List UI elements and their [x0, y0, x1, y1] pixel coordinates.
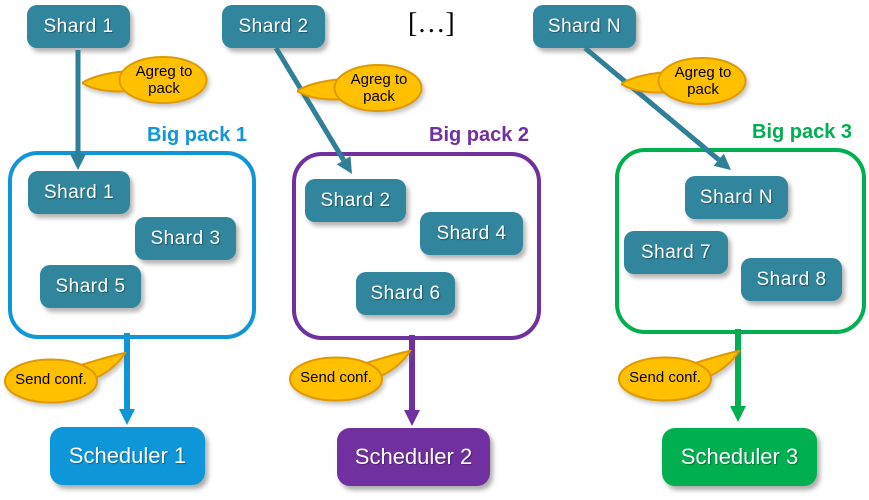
top-shard-2: Shard 2 — [222, 5, 325, 48]
big-pack-1-container — [8, 151, 256, 339]
top-shard-n: Shard N — [533, 5, 636, 48]
callout-shape — [621, 57, 747, 105]
callout-shape — [618, 350, 741, 402]
send-bubble-label: Send conf. — [629, 369, 701, 387]
agreg-bubble-label: Agreg to pack — [135, 62, 193, 97]
pack2-shard-4: Shard 4 — [420, 212, 523, 255]
pack3-shard-8: Shard 8 — [741, 258, 842, 301]
scheduler-3: Scheduler 3 — [662, 428, 817, 486]
top-shard-1: Shard 1 — [27, 5, 130, 48]
send-bubble-2: Send conf. — [288, 350, 413, 402]
callout-shape — [82, 56, 208, 104]
pack2-shard-2: Shard 2 — [305, 179, 406, 222]
agreg-bubble-label: Agreg to pack — [350, 70, 408, 105]
agreg-bubble-2: Agreg to pack — [297, 63, 423, 113]
scheduler-2: Scheduler 2 — [337, 428, 490, 486]
callout-shape — [297, 64, 423, 112]
agreg-bubble-label: Agreg to pack — [674, 63, 732, 98]
send-bubble-label: Send conf. — [15, 371, 87, 389]
pack3-shard-7: Shard 7 — [624, 231, 728, 274]
big-pack-3-title: Big pack 3 — [752, 121, 853, 143]
pack1-shard-3: Shard 3 — [135, 217, 236, 260]
big-pack-1-title: Big pack 1 — [147, 124, 248, 146]
callout-shape — [289, 350, 412, 402]
big-pack-2-title: Big pack 2 — [429, 124, 530, 146]
pack1-shard-5: Shard 5 — [40, 265, 141, 308]
send-bubble-1: Send conf. — [3, 352, 128, 404]
pack3-shard-n: Shard N — [685, 176, 788, 219]
pack1-shard-1: Shard 1 — [28, 171, 130, 214]
send-bubble-label: Send conf. — [300, 369, 372, 387]
scheduler-1: Scheduler 1 — [50, 427, 205, 485]
agreg-bubble-1: Agreg to pack — [82, 55, 208, 105]
agreg-bubble-3: Agreg to pack — [621, 56, 747, 106]
pack2-shard-6: Shard 6 — [356, 272, 455, 315]
send-bubble-3: Send conf. — [617, 350, 742, 402]
big-pack-2-container — [292, 152, 541, 340]
ellipsis-label: […] — [408, 8, 455, 39]
callout-shape — [4, 352, 127, 404]
